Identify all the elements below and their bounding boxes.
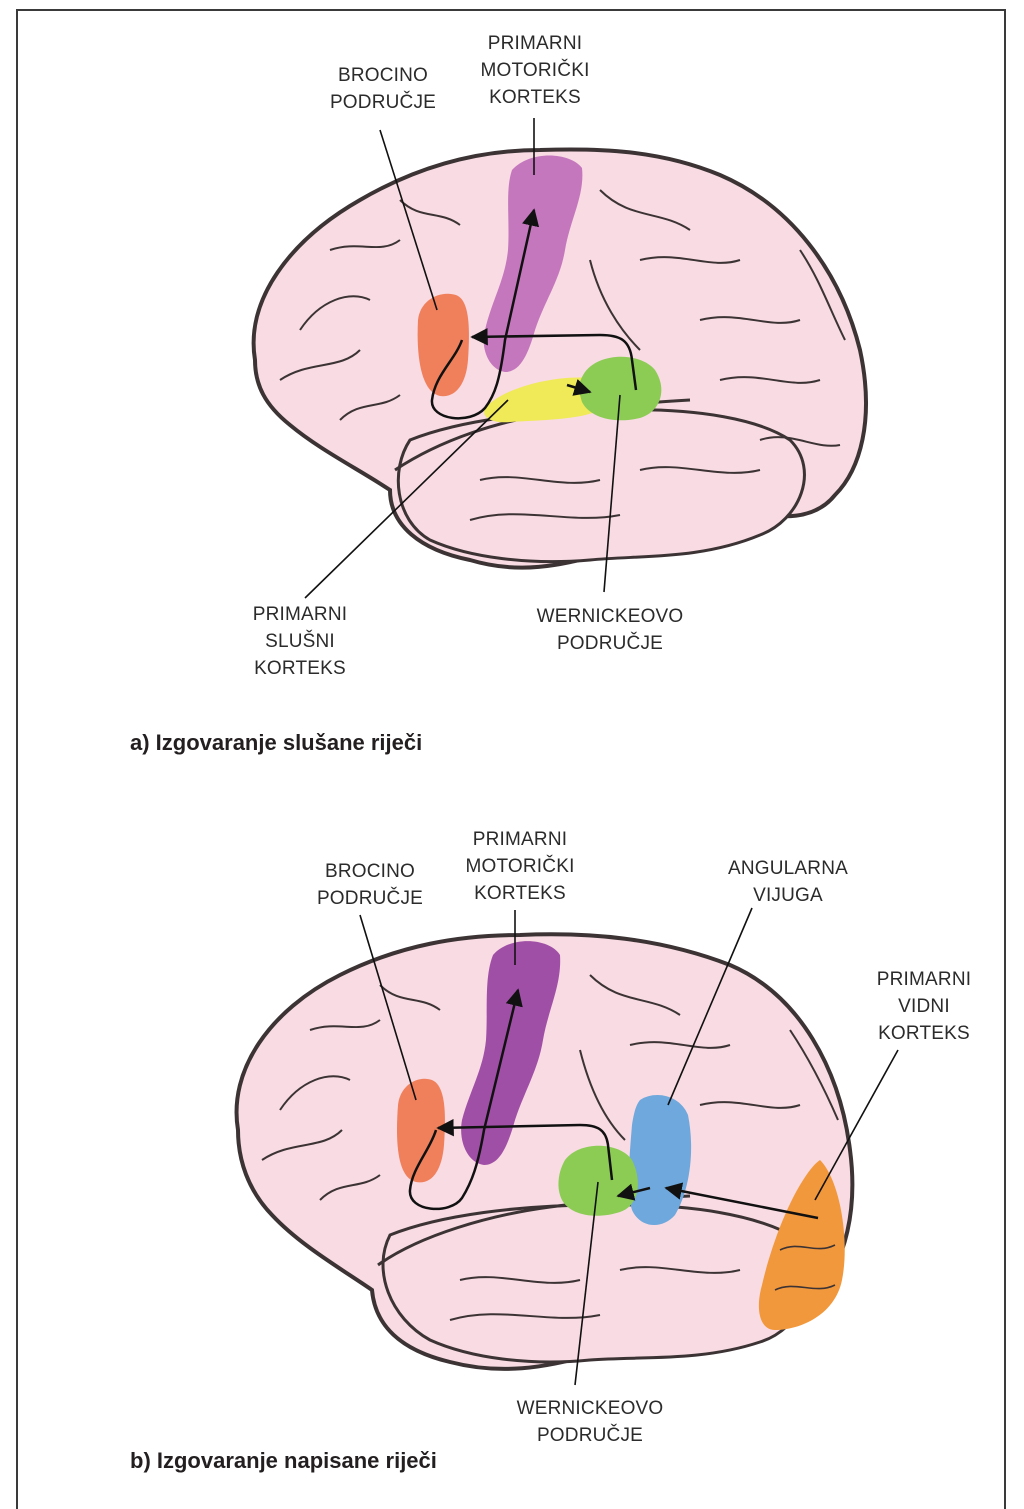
label-wernicke-b-line1: WERNICKEOVO [510, 1395, 670, 1422]
wernicke-area-a [579, 357, 661, 421]
label-angular-b: ANGULARNA VIJUGA [713, 855, 863, 909]
label-broca-a-line2: PODRUČJE [318, 89, 448, 116]
label-motor-b-line1: PRIMARNI [455, 826, 585, 853]
label-motor-b-line2: MOTORIČKI [455, 853, 585, 880]
broca-area-b [397, 1079, 445, 1183]
label-auditory-a-line2: SLUŠNI [240, 628, 360, 655]
caption-a: a) Izgovaranje slušane riječi [130, 730, 422, 756]
label-motor-b-line3: KORTEKS [455, 880, 585, 907]
label-wernicke-a-line2: PODRUČJE [530, 630, 690, 657]
caption-b: b) Izgovaranje napisane riječi [130, 1448, 437, 1474]
label-wernicke-b-line2: PODRUČJE [510, 1422, 670, 1449]
label-auditory-a-line3: KORTEKS [240, 655, 360, 682]
label-broca-b: BROCINO PODRUČJE [305, 858, 435, 912]
label-wernicke-b: WERNICKEOVO PODRUČJE [510, 1395, 670, 1449]
brain-b [237, 908, 898, 1385]
label-visual-b: PRIMARNI VIDNI KORTEKS [862, 966, 986, 1047]
label-motor-b: PRIMARNI MOTORIČKI KORTEKS [455, 826, 585, 907]
label-auditory-a-line1: PRIMARNI [240, 601, 360, 628]
wernicke-area-b [558, 1146, 637, 1216]
label-motor-a-line2: MOTORIČKI [470, 57, 600, 84]
label-angular-b-line2: VIJUGA [713, 882, 863, 909]
label-broca-a: BROCINO PODRUČJE [318, 62, 448, 116]
brain-b-temporal-lobe [383, 1205, 812, 1362]
label-wernicke-a: WERNICKEOVO PODRUČJE [530, 603, 690, 657]
label-motor-a: PRIMARNI MOTORIČKI KORTEKS [470, 30, 600, 111]
brain-a-temporal-lobe [398, 410, 804, 562]
label-auditory-a: PRIMARNI SLUŠNI KORTEKS [240, 601, 360, 682]
label-visual-b-line2: VIDNI [862, 993, 986, 1020]
label-motor-a-line3: KORTEKS [470, 84, 600, 111]
label-wernicke-a-line1: WERNICKEOVO [530, 603, 690, 630]
label-broca-a-line1: BROCINO [318, 62, 448, 89]
label-angular-b-line1: ANGULARNA [713, 855, 863, 882]
label-visual-b-line3: KORTEKS [862, 1020, 986, 1047]
brain-a [254, 118, 866, 598]
label-broca-b-line2: PODRUČJE [305, 885, 435, 912]
label-motor-a-line1: PRIMARNI [470, 30, 600, 57]
label-broca-b-line1: BROCINO [305, 858, 435, 885]
label-visual-b-line1: PRIMARNI [862, 966, 986, 993]
